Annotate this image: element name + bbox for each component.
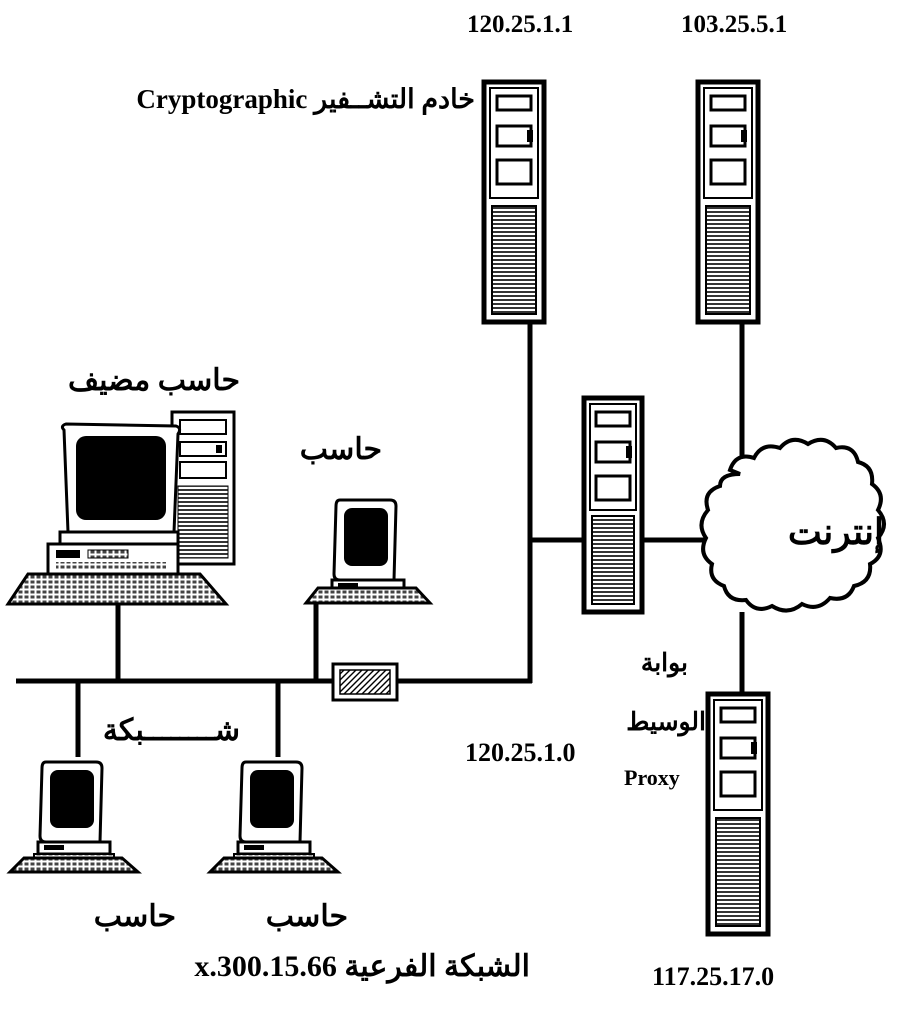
- gateway-label-line3: Proxy: [624, 765, 680, 790]
- network-label: شــــــــبكة: [102, 714, 240, 747]
- network-hub-icon: [331, 662, 399, 702]
- computer-bottom-left-label: حاسب: [93, 900, 176, 933]
- host-computer-label: حاسب مضيف: [68, 364, 240, 397]
- cryptographic-server: [481, 79, 547, 325]
- ip-lan-label: 120.25.1.0: [465, 738, 576, 767]
- subnet-label: الشبكة الفرعية 300.15.66.x: [194, 950, 530, 983]
- connection-lines: [16, 319, 745, 757]
- lower-server: [705, 691, 771, 937]
- gateway-label-line2: الوسيط: [626, 709, 706, 736]
- proxy-gateway-server: [581, 395, 645, 615]
- ip-crypto-server-label: 120.25.1.1: [467, 11, 574, 38]
- computer-bottom-right-label: حاسب: [265, 900, 348, 933]
- computer-bottom-left-icon: [6, 760, 142, 874]
- internet-cloud-icon: [699, 437, 886, 613]
- ip-internet-server-label: 103.25.5.1: [681, 11, 788, 38]
- computer-bottom-right-icon: [206, 760, 342, 874]
- host-computer-icon: [5, 410, 236, 606]
- internet-server: [695, 79, 761, 325]
- computer-mid-label: حاسب: [299, 433, 382, 466]
- computer-mid-icon: [302, 498, 434, 605]
- crypto-server-label: خادم التشــفير Cryptographic: [136, 84, 475, 114]
- internet-label: إنترنت: [787, 512, 884, 552]
- gateway-label-line1: بوابة: [640, 650, 688, 677]
- ip-proxy-server-label: 117.25.17.0: [652, 962, 775, 991]
